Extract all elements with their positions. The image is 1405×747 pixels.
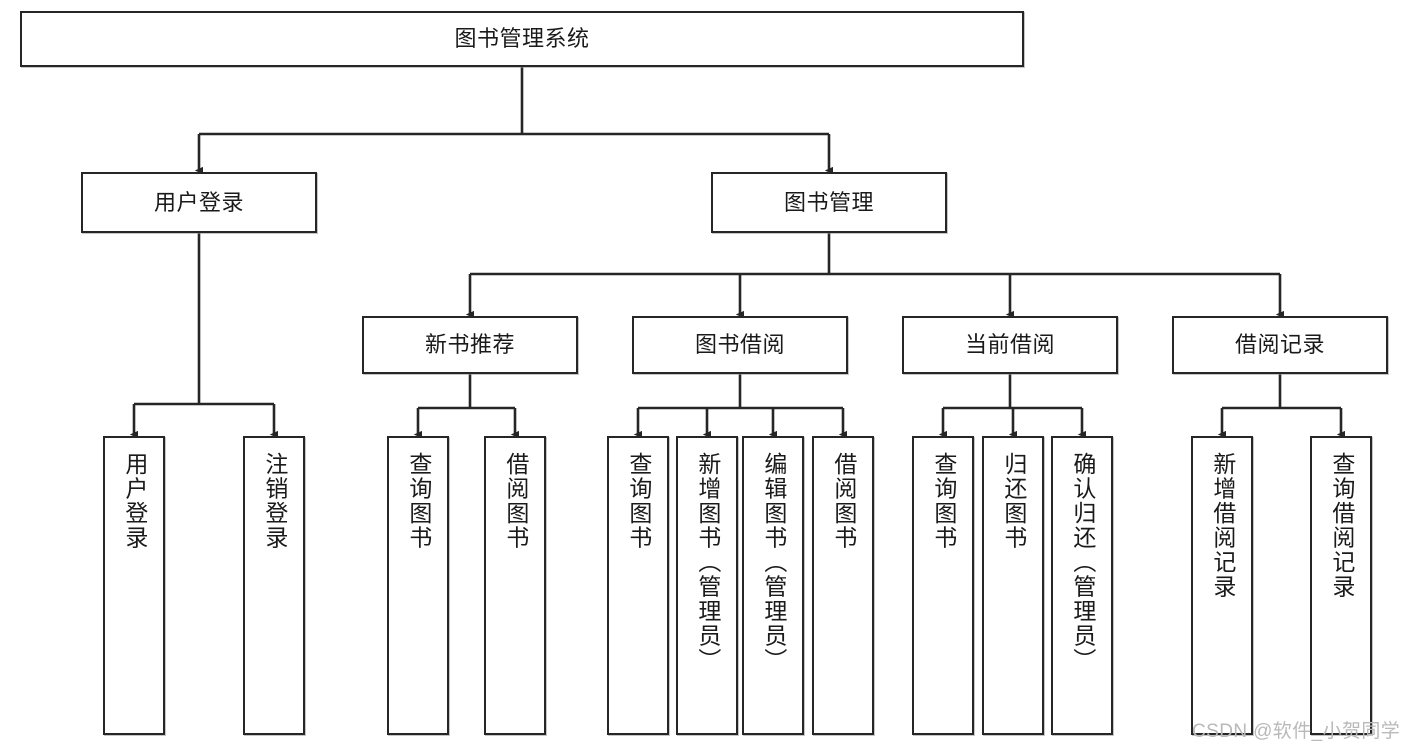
- node-leaf-add-record[interactable]: 新增借阅记录: [1191, 436, 1253, 735]
- node-leaf-query-book-1[interactable]: 查询图书: [387, 436, 449, 735]
- node-label: 新增图书（管理员）: [694, 452, 721, 673]
- csdn-watermark: CSDN @软件_小贺同学: [1192, 721, 1401, 742]
- node-leaf-user-login[interactable]: 用户登录: [103, 436, 165, 735]
- node-leaf-query-book-3[interactable]: 查询图书: [912, 436, 974, 735]
- node-label: 借阅图书: [502, 452, 529, 550]
- node-label: 图书管理: [783, 189, 874, 215]
- node-label: 注销登录: [261, 452, 288, 550]
- node-label: 借阅记录: [1234, 332, 1325, 358]
- node-label: 查询图书: [625, 452, 652, 550]
- node-label: 查询图书: [930, 452, 957, 550]
- node-leaf-borrow-book-2[interactable]: 借阅图书: [812, 436, 874, 735]
- node-label: 用户登录: [153, 189, 244, 215]
- node-label: 新增借阅记录: [1209, 452, 1236, 599]
- node-root[interactable]: 图书管理系统: [20, 11, 1024, 67]
- node-new-book-rec[interactable]: 新书推荐: [362, 316, 578, 374]
- node-leaf-query-book-2[interactable]: 查询图书: [607, 436, 669, 735]
- node-label: 查询图书: [405, 452, 432, 550]
- node-book-borrow[interactable]: 图书借阅: [632, 316, 848, 374]
- node-leaf-return-book[interactable]: 归还图书: [982, 436, 1044, 735]
- node-leaf-query-record[interactable]: 查询借阅记录: [1310, 436, 1372, 735]
- node-label: 用户登录: [121, 452, 148, 550]
- node-leaf-confirm-return[interactable]: 确认归还（管理员）: [1051, 436, 1113, 735]
- node-label: 图书借阅: [694, 332, 785, 358]
- node-leaf-user-logout[interactable]: 注销登录: [243, 436, 305, 735]
- node-leaf-borrow-book-1[interactable]: 借阅图书: [484, 436, 546, 735]
- node-leaf-edit-book[interactable]: 编辑图书（管理员）: [742, 436, 804, 735]
- node-label: 借阅图书: [830, 452, 857, 550]
- node-current-borrow[interactable]: 当前借阅: [902, 316, 1118, 374]
- node-user-login[interactable]: 用户登录: [81, 172, 317, 233]
- node-label: 归还图书: [1000, 452, 1027, 550]
- node-label: 当前借阅: [964, 332, 1055, 358]
- node-book-manage[interactable]: 图书管理: [711, 172, 947, 233]
- node-label: 确认归还（管理员）: [1069, 452, 1096, 673]
- node-borrow-record[interactable]: 借阅记录: [1172, 316, 1388, 374]
- node-leaf-add-book[interactable]: 新增图书（管理员）: [676, 436, 738, 735]
- node-label: 新书推荐: [424, 332, 515, 358]
- node-label: 查询借阅记录: [1328, 452, 1355, 599]
- node-label: 图书管理系统: [454, 26, 590, 52]
- connector-group: [129, 67, 1346, 439]
- node-label: 编辑图书（管理员）: [760, 452, 787, 673]
